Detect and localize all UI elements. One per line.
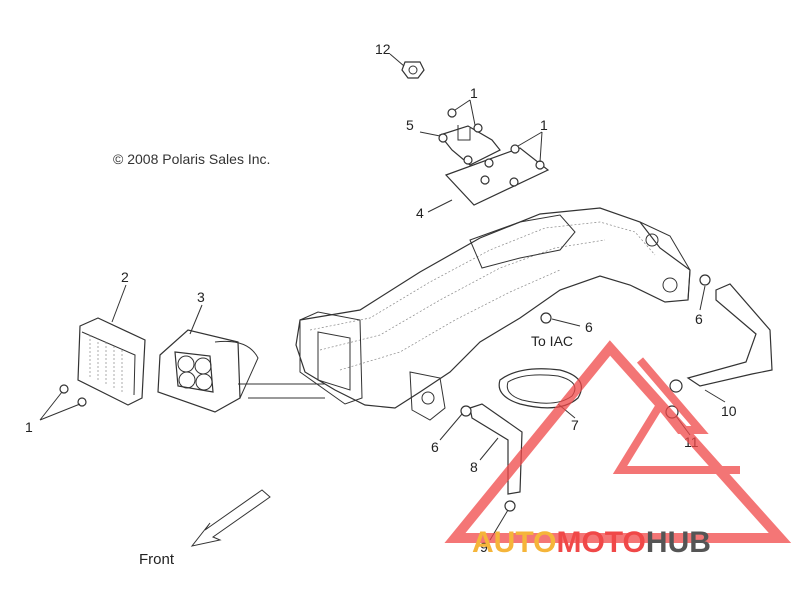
leader-lines bbox=[39, 53, 726, 541]
callout-10: 10 bbox=[721, 403, 737, 419]
front-label: Front bbox=[139, 551, 175, 568]
iac-label: To IAC bbox=[531, 333, 573, 349]
callout-1: 1 bbox=[470, 85, 478, 101]
callout-6: 6 bbox=[585, 319, 593, 335]
part-12-clip bbox=[401, 61, 425, 79]
bolt-icon bbox=[438, 108, 545, 187]
callout-4: 4 bbox=[416, 205, 424, 221]
front-arrow-icon bbox=[190, 489, 271, 547]
part-7-gasket bbox=[498, 368, 582, 409]
callout-5: 5 bbox=[406, 117, 414, 133]
callout-9: 9 bbox=[480, 539, 488, 555]
assembly-line bbox=[238, 383, 325, 399]
callout-3: 3 bbox=[197, 289, 205, 305]
callout-7: 7 bbox=[571, 417, 579, 433]
intake-plenum bbox=[295, 207, 691, 421]
part-3-filter bbox=[157, 329, 259, 413]
part-6-fitting bbox=[540, 312, 552, 324]
callout-12: 12 bbox=[375, 41, 391, 57]
part-2-airbox-cover bbox=[59, 317, 146, 407]
fitting-icon bbox=[460, 405, 472, 417]
fitting-icon bbox=[669, 379, 683, 393]
callout-1: 1 bbox=[540, 117, 548, 133]
part-6-fitting bbox=[699, 274, 711, 286]
callouts: 12 1 1 5 4 2 3 1 6 6 6 7 8 9 10 11 bbox=[25, 41, 737, 555]
callout-2: 2 bbox=[121, 269, 129, 285]
callout-8: 8 bbox=[470, 459, 478, 475]
part-10-hose bbox=[669, 283, 773, 393]
bolt-icon bbox=[59, 384, 69, 394]
part-4-bracket-plate bbox=[438, 108, 550, 206]
callout-1: 1 bbox=[25, 419, 33, 435]
copyright-text: © 2008 Polaris Sales Inc. bbox=[113, 151, 270, 167]
part-8-hose bbox=[460, 403, 523, 495]
watermark-logo bbox=[444, 340, 792, 543]
part-9-fitting bbox=[504, 500, 516, 512]
callout-6: 6 bbox=[695, 311, 703, 327]
watermark-text: AUTOMOTOHUB bbox=[472, 526, 711, 559]
callout-6: 6 bbox=[431, 439, 439, 455]
